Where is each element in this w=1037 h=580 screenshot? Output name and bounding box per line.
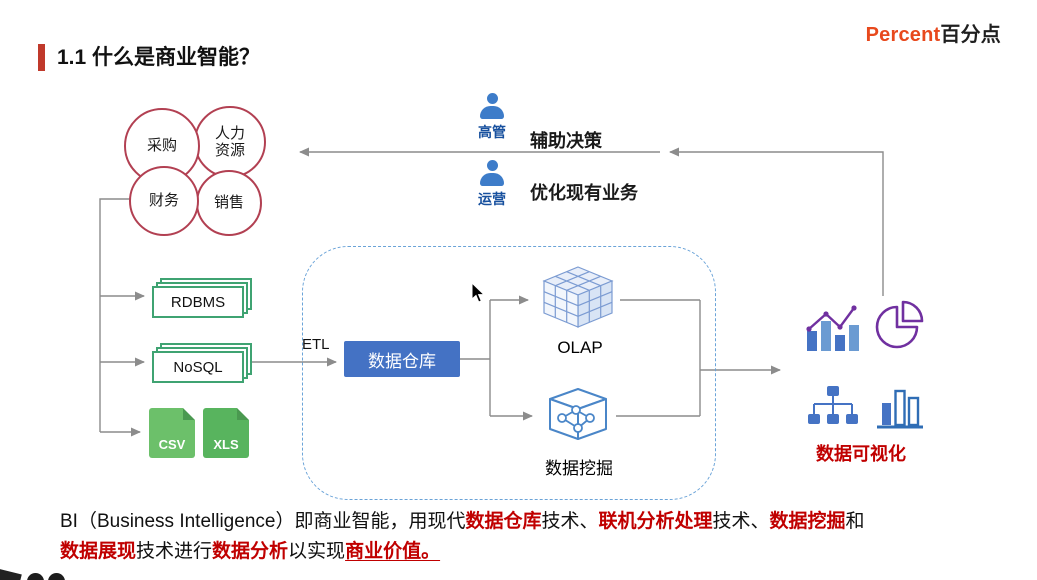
- org-tree-icon: [808, 386, 858, 424]
- text-segment: 技术进行: [136, 541, 213, 562]
- text-segment-emphasis: 数据分析: [212, 541, 289, 562]
- visualization-label: 数据可视化: [816, 444, 906, 464]
- rdbms-stack-icon: RDBMS: [152, 278, 252, 318]
- operations-benefit-label: 优化现有业务: [530, 183, 638, 203]
- data-warehouse-box: 数据仓库: [344, 341, 460, 377]
- rdbms-label: RDBMS: [152, 286, 244, 318]
- csv-label: CSV: [158, 437, 186, 452]
- operations-role-label: 运营: [478, 191, 506, 207]
- person-group-operations: 运营: [472, 160, 512, 209]
- etl-label: ETL: [302, 336, 330, 353]
- combo-chart-icon: [806, 305, 859, 351]
- data-mining-label: 数据挖掘: [545, 459, 613, 478]
- business-circle-finance: 财务: [129, 166, 199, 236]
- business-circle-sales: 销售: [196, 170, 262, 236]
- executive-role-label: 高管: [478, 124, 506, 140]
- person-group-executive: 高管: [472, 93, 512, 142]
- business-circle-hr-label: 人力资源: [214, 124, 245, 159]
- text-segment-emphasis: 数据仓库: [465, 511, 542, 532]
- text-segment-emphasis: 数据挖掘: [769, 511, 846, 532]
- business-circle-procurement-label: 采购: [146, 137, 177, 155]
- data-mining-icon: [549, 388, 607, 440]
- xls-label: XLS: [213, 437, 239, 452]
- player-partial-button: [48, 573, 65, 580]
- text-segment: 和: [845, 511, 865, 532]
- text-segment: BI（Business Intelligence）即商业智能，用现代: [60, 511, 466, 532]
- operations-person-icon: [479, 160, 505, 187]
- csv-file-icon: CSV: [149, 408, 195, 458]
- text-segment-emphasis: 数据展现: [60, 541, 137, 562]
- pie-chart-icon: [875, 300, 924, 349]
- bi-definition-line-2: 数据展现技术进行数据分析以实现商业价值。: [60, 537, 1000, 567]
- nosql-label: NoSQL: [152, 351, 244, 383]
- business-circle-hr: 人力资源: [194, 106, 266, 178]
- bi-definition-line-1: BI（Business Intelligence）即商业智能，用现代数据仓库技术…: [60, 507, 1000, 537]
- bi-definition-text: BI（Business Intelligence）即商业智能，用现代数据仓库技术…: [60, 507, 1000, 567]
- brand-name-zh: 百分点: [940, 24, 1001, 46]
- brand-name-en: Percent: [865, 24, 941, 46]
- business-circle-finance-label: 财务: [148, 192, 179, 210]
- player-partial-button: [27, 573, 44, 580]
- nosql-stack-icon: NoSQL: [152, 343, 252, 383]
- bar-chart-icon: [877, 389, 923, 429]
- mouse-cursor: [471, 282, 486, 303]
- slide-title: 1.1 什么是商业智能？: [57, 46, 261, 69]
- text-segment: 技术、: [541, 511, 599, 532]
- executive-person-icon: [479, 93, 505, 120]
- brand-logo: Percent百分点: [866, 18, 1001, 47]
- business-circle-sales-label: 销售: [213, 194, 244, 212]
- xls-file-icon: XLS: [203, 408, 249, 458]
- olap-label: OLAP: [557, 338, 603, 357]
- text-segment: 技术、: [712, 511, 770, 532]
- processing-dashed-container: [302, 246, 716, 500]
- olap-cube-icon: [542, 266, 614, 328]
- executive-benefit-label: 辅助决策: [530, 131, 602, 151]
- text-segment-emphasis-underline: 商业价值。: [345, 541, 441, 562]
- title-accent-bar: [38, 44, 45, 71]
- text-segment-emphasis: 联机分析处理: [598, 511, 713, 532]
- text-segment: 以实现: [288, 541, 346, 562]
